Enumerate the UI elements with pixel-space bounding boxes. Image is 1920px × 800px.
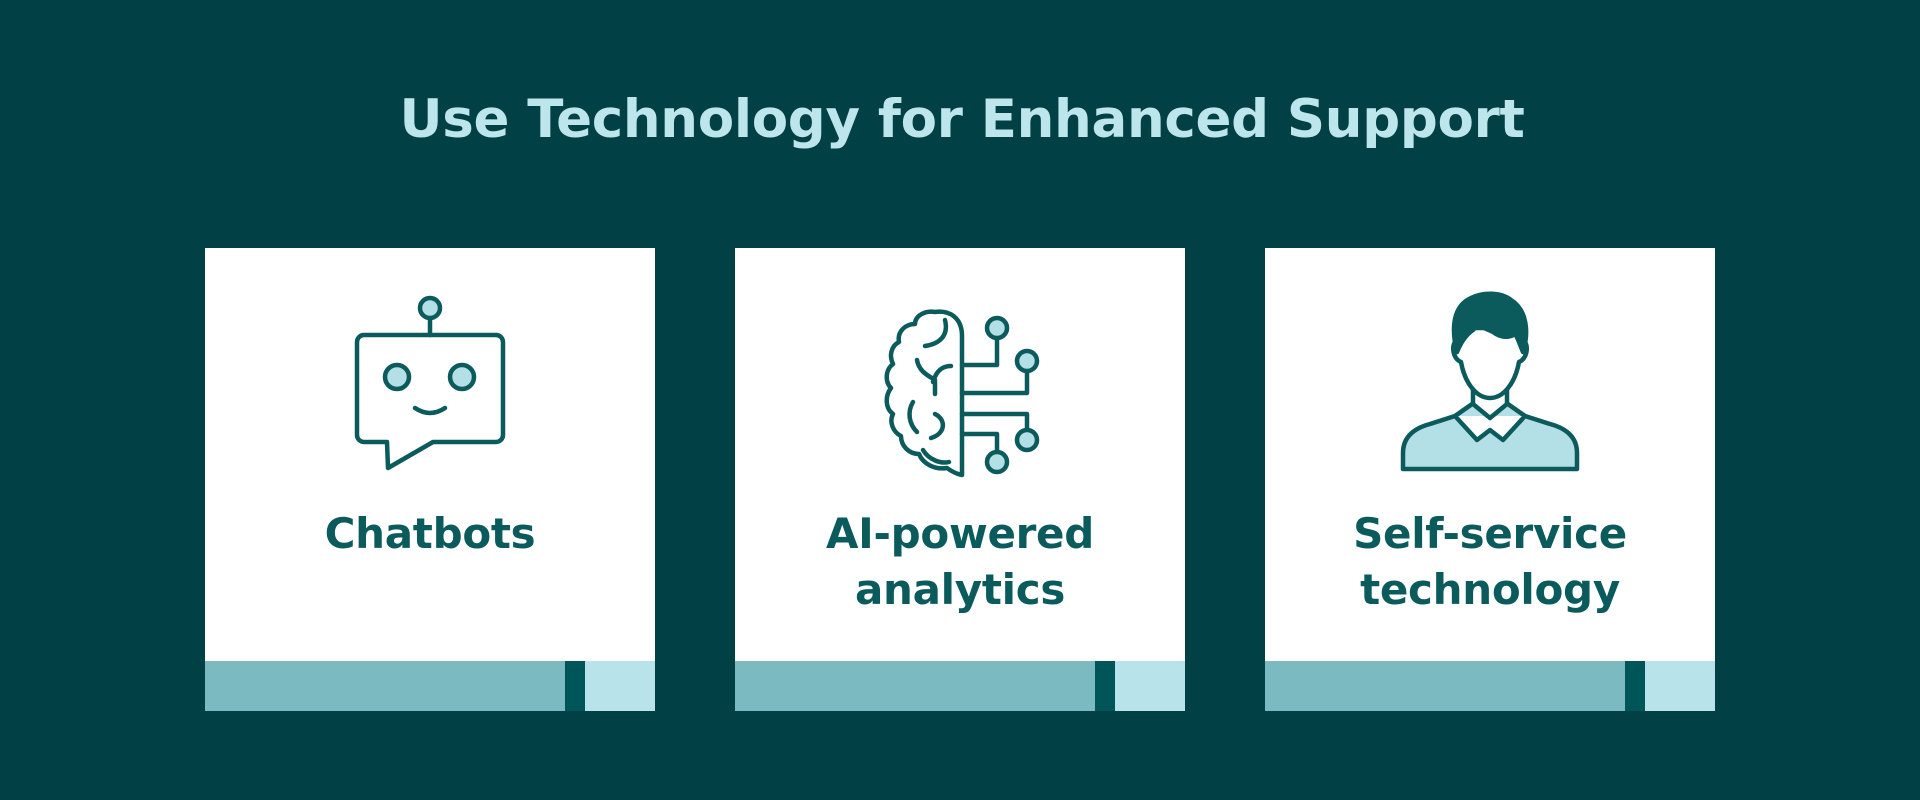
band-segment-light [585, 661, 655, 711]
card-ai-analytics: AI-powered analytics [735, 248, 1185, 711]
chatbot-robot-icon [205, 248, 655, 488]
band-segment-light [1645, 661, 1715, 711]
card-accent-band [1265, 661, 1715, 711]
ai-brain-circuit-icon [735, 248, 1185, 488]
band-segment-main [1265, 661, 1625, 711]
card-chatbots: Chatbots [205, 248, 655, 711]
card-self-service: Self-service technology [1265, 248, 1715, 711]
band-segment-dark [1095, 661, 1115, 711]
person-user-icon [1265, 248, 1715, 488]
card-accent-band [735, 661, 1185, 711]
band-segment-light [1115, 661, 1185, 711]
band-segment-dark [565, 661, 585, 711]
card-accent-band [205, 661, 655, 711]
card-label: AI-powered analytics [825, 509, 1095, 614]
band-segment-main [735, 661, 1095, 711]
card-label: Self-service technology [1353, 509, 1627, 614]
band-segment-main [205, 661, 565, 711]
card-label: Chatbots [324, 509, 536, 558]
page-title: Use Technology for Enhanced Support [399, 89, 1525, 150]
band-segment-dark [1625, 661, 1645, 711]
